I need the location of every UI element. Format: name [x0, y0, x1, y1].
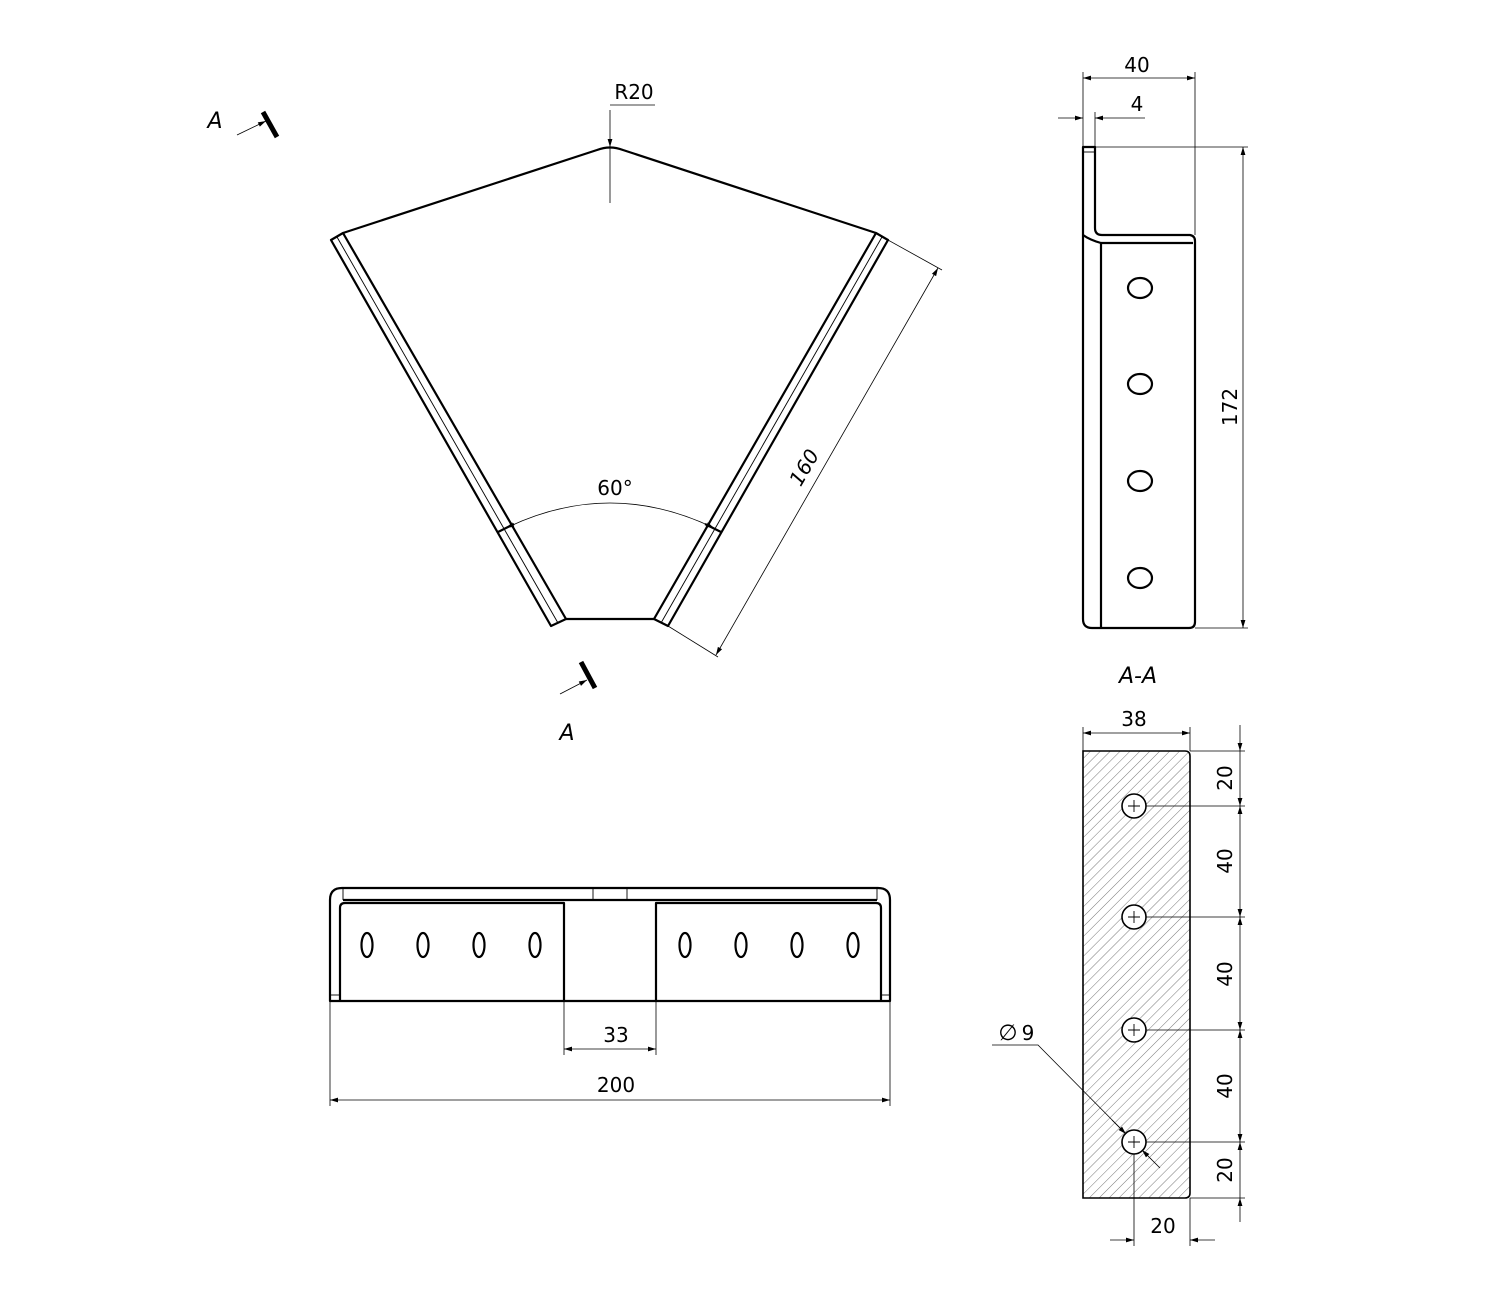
spacing-label-4: 40	[1213, 1073, 1237, 1098]
section-width-label: 38	[1121, 707, 1146, 731]
front-holes	[360, 931, 860, 959]
section-view: A-A 38 20 40 40 40 20 20 ∅ 9	[992, 664, 1245, 1246]
spacing-label-5: 20	[1213, 1157, 1237, 1182]
section-arrow-bottom	[559, 679, 588, 695]
section-arrow-top	[236, 120, 267, 136]
top-view: 60° R20 160 A A	[205, 80, 943, 746]
diameter-symbol: ∅	[998, 1021, 1017, 1046]
angle-label: 60°	[597, 476, 632, 500]
width-label: 40	[1124, 53, 1149, 77]
section-letter-top: A	[205, 109, 222, 134]
diameter-label: 9	[1022, 1021, 1035, 1045]
spacing-label-2: 40	[1213, 848, 1237, 873]
spacing-label-1: 20	[1213, 765, 1237, 790]
section-letter-bottom: A	[557, 721, 574, 746]
length-label: 160	[784, 445, 824, 490]
hole-offset-label: 20	[1150, 1214, 1175, 1238]
section-title: A-A	[1117, 664, 1157, 689]
front-view: 33 200	[328, 886, 892, 1106]
height-label: 172	[1218, 388, 1242, 426]
side-view: 40 4 172	[1058, 53, 1248, 630]
side-holes	[1126, 276, 1154, 590]
radius-label: R20	[614, 80, 653, 104]
gap-label: 33	[603, 1023, 628, 1047]
total-width-label: 200	[597, 1073, 635, 1097]
thickness-label: 4	[1131, 92, 1144, 116]
spacing-label-3: 40	[1213, 961, 1237, 986]
section-holes	[1121, 793, 1147, 1155]
